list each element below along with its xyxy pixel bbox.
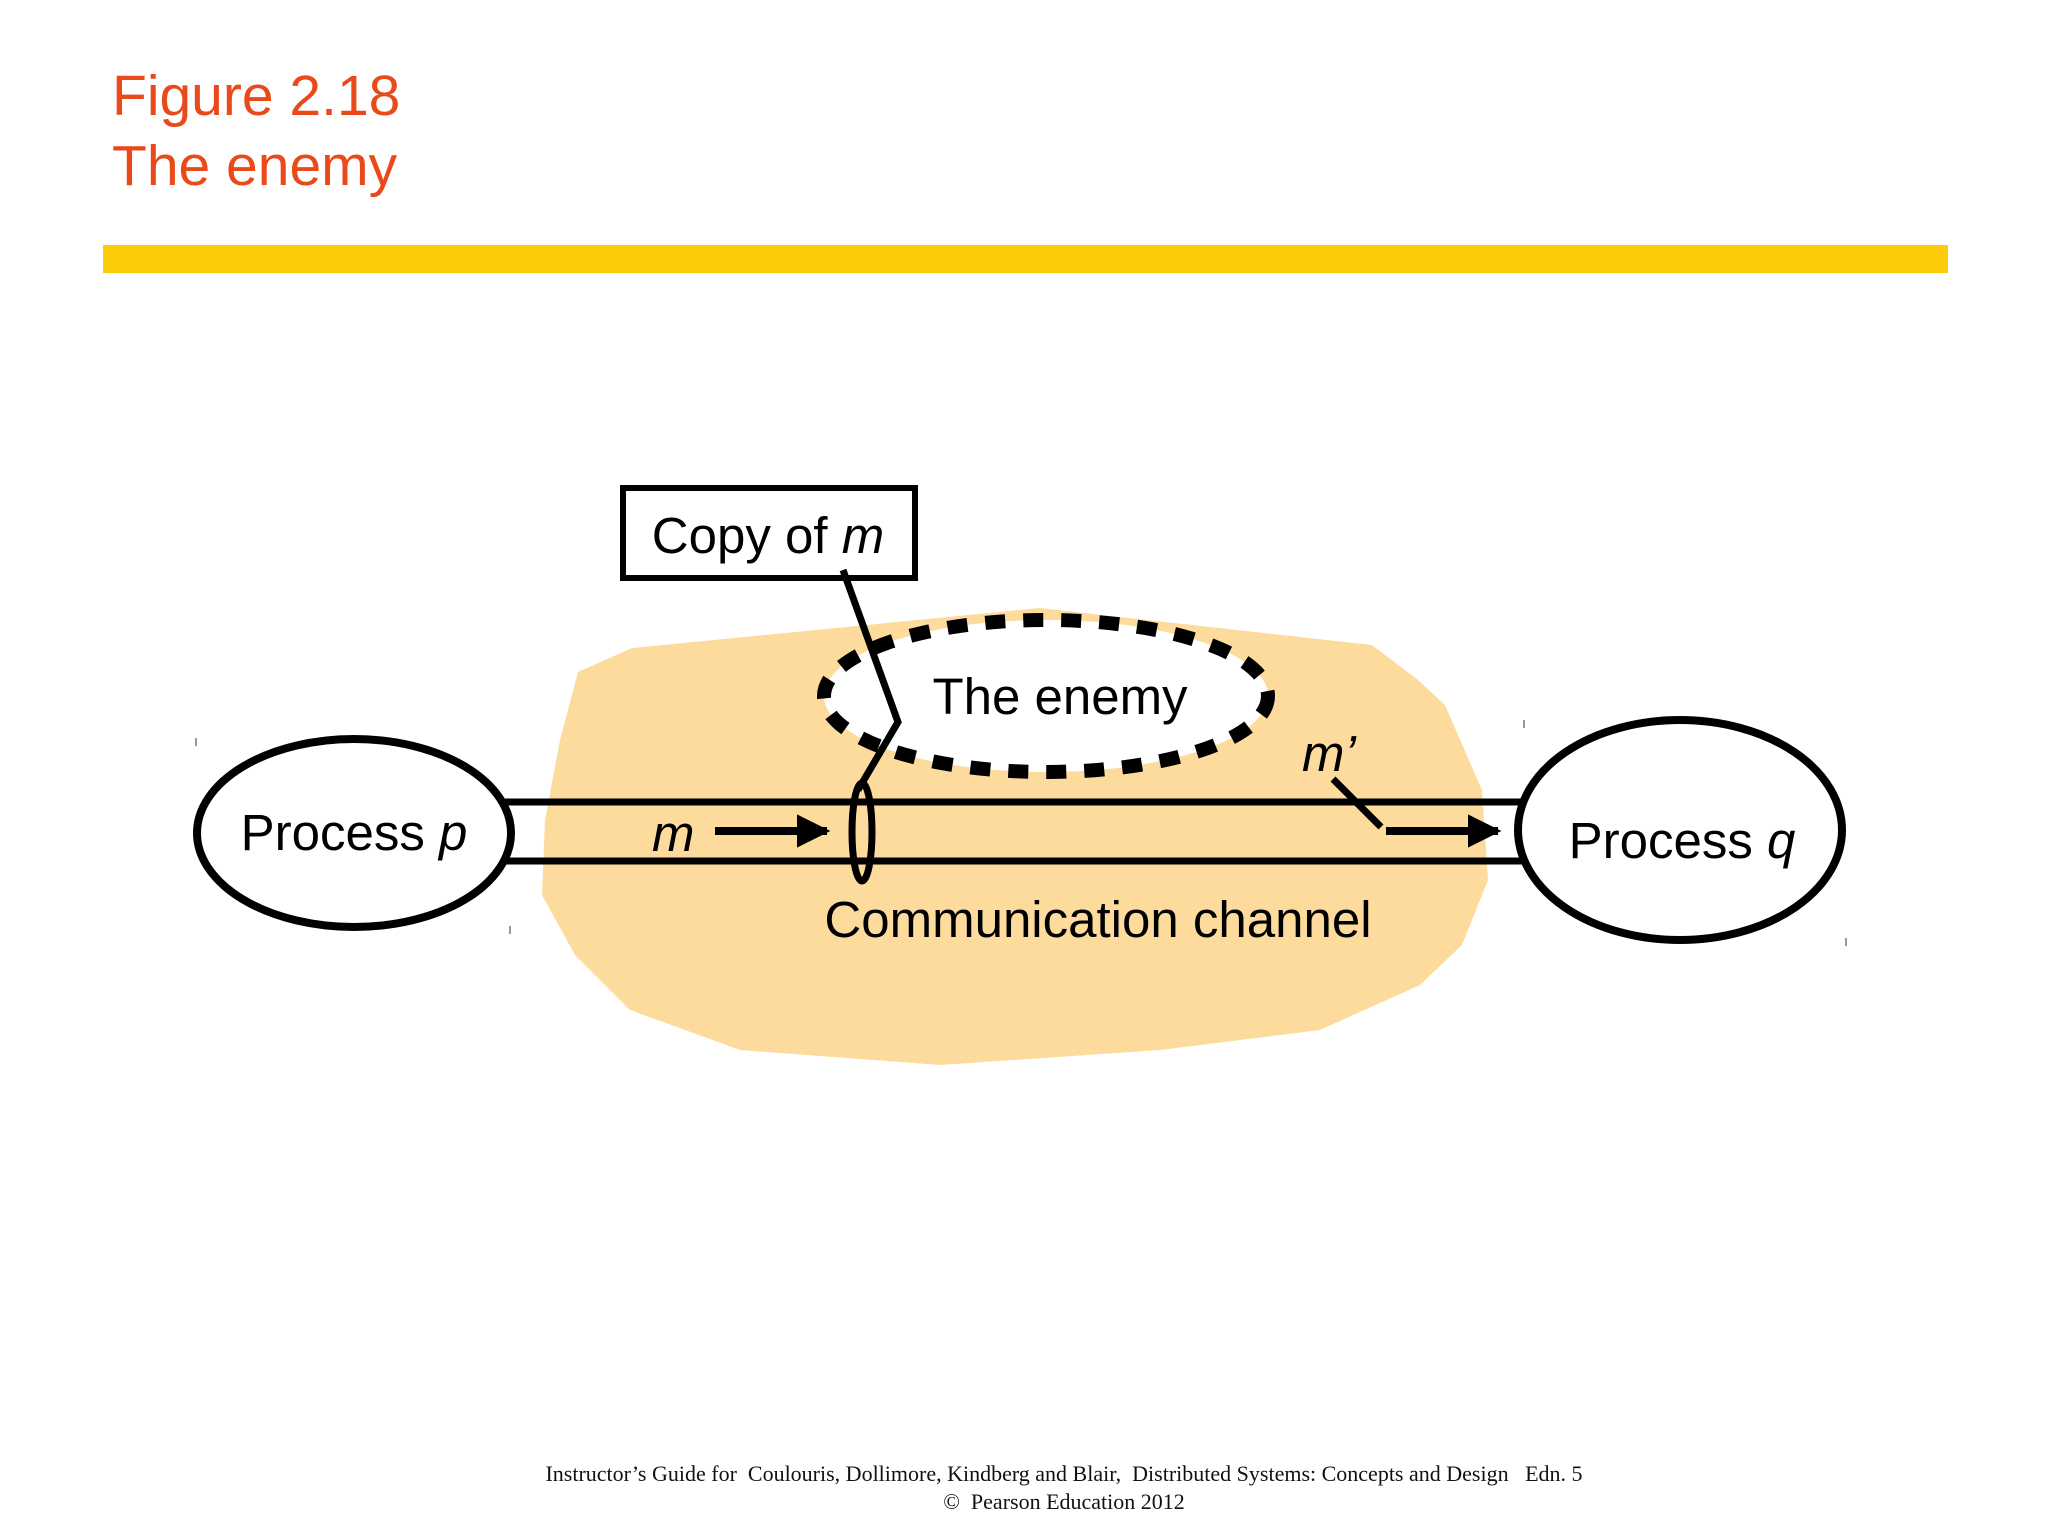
footer-copyright: © Pearson Education 2012 (943, 1489, 1185, 1514)
channel-tap (848, 779, 876, 885)
m-prime-pointer (1330, 776, 1384, 830)
enemy-node (817, 613, 1275, 779)
message-m-prime-label: m’ (1302, 725, 1356, 782)
slide-title-caption: The enemy (112, 134, 398, 198)
copy-of-m-label: Copy of m (652, 507, 884, 564)
process-q-label: Process q (1569, 812, 1796, 869)
process-p-label: Process p (241, 804, 468, 861)
title-divider (103, 245, 1948, 273)
interception-line (839, 568, 902, 792)
slide-title-figure-number: Figure 2.18 (112, 64, 401, 128)
process-p-node (193, 735, 515, 931)
process-q-node (1514, 716, 1846, 944)
message-m-label: m (652, 805, 694, 862)
channel-label: Communication channel (824, 891, 1371, 948)
footer-citation: Instructor’s Guide for Coulouris, Dollim… (545, 1461, 1583, 1486)
enemy-label: The enemy (932, 668, 1188, 725)
copy-of-m-box (620, 485, 918, 581)
